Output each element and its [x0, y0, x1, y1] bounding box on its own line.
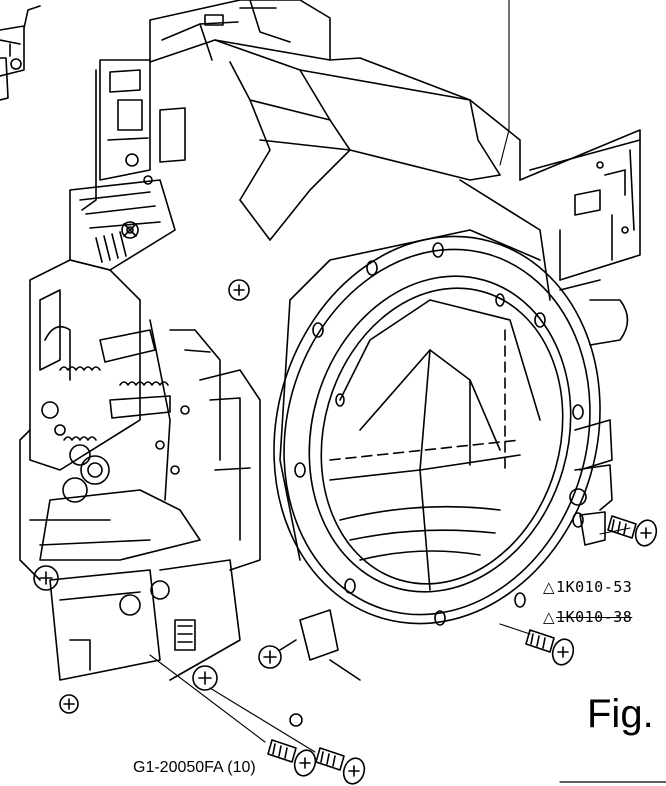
- part-number-label: △1K010-53: [543, 578, 632, 597]
- upper-frame: [149, 0, 641, 281]
- part-code: 1K010-53: [556, 578, 633, 596]
- leader-lines: [149, 0, 631, 753]
- screw-part-reference: G1-20050FA (10): [133, 759, 256, 776]
- body-screw-heads: [33, 226, 303, 727]
- loose-screw-bottom-left: [267, 739, 317, 777]
- loose-screw-right: [607, 515, 658, 547]
- struck-part-code: 1K010-38: [556, 608, 633, 626]
- struck-part-number-label: △1K010-38: [543, 608, 632, 627]
- top-left-bracket-part: [0, 5, 41, 101]
- figure-label: Fig.: [587, 692, 654, 736]
- left-mechanism: [19, 59, 261, 681]
- lens-mount: [273, 179, 629, 681]
- triangle-icon: △: [543, 609, 556, 626]
- loose-screw-bottom-right: [315, 747, 366, 785]
- triangle-icon: △: [543, 579, 556, 596]
- loose-screw-mid: [525, 629, 575, 666]
